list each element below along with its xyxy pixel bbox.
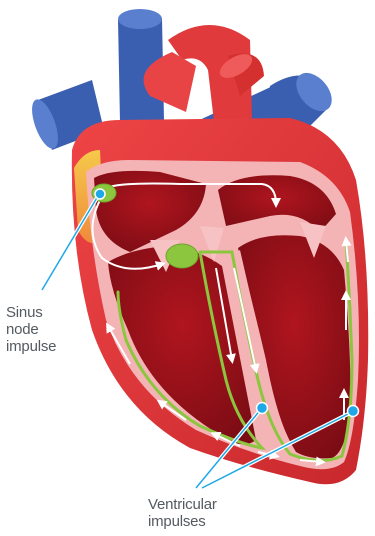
- av-node: [166, 244, 198, 268]
- ventricular-pointer-dot-right: [348, 406, 359, 417]
- sinus-node-impulse-label: Sinus node impulse: [6, 304, 76, 355]
- ventricular-label-line-1: Ventricular: [148, 496, 248, 513]
- ventricular-label-line-2: impulses: [148, 513, 248, 530]
- ventricular-pointer-dot-left: [257, 403, 268, 414]
- sinus-pointer-dot: [95, 189, 105, 199]
- sinus-label-line-2: node: [6, 321, 76, 338]
- sinus-label-line-1: Sinus: [6, 304, 76, 321]
- sinus-label-line-3: impulse: [6, 338, 76, 355]
- ventricular-impulses-label: Ventricular impulses: [148, 496, 248, 530]
- superior-vena-cava-opening: [118, 9, 162, 29]
